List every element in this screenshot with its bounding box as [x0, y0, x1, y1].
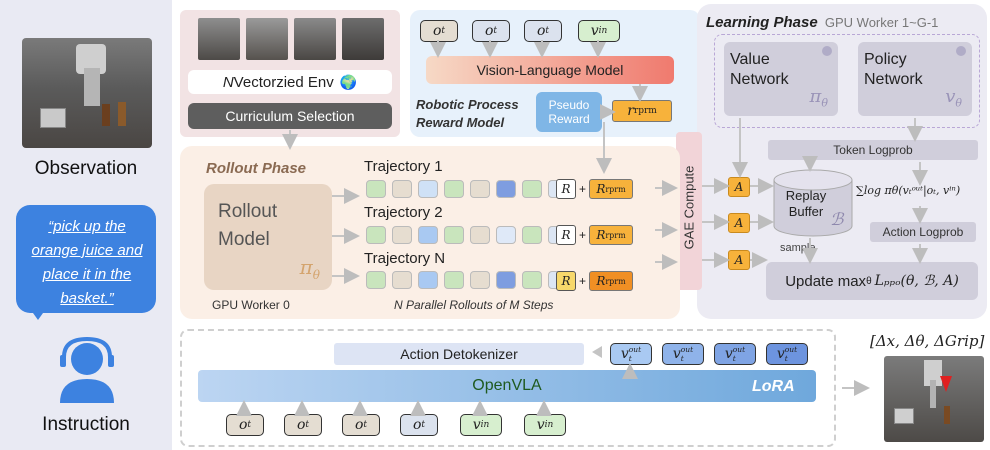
- result-image: [884, 356, 984, 442]
- replay-buffer-symbol: ℬ: [830, 210, 844, 229]
- gae-compute-box: [676, 132, 702, 290]
- logprob-sum-formula: ∑log πθ(vₜᵒᵘᵗ|oₜ, vⁱⁿ): [856, 184, 961, 197]
- rollout-title: Rollout Phase: [206, 160, 307, 177]
- observation-label: Observation: [34, 158, 138, 179]
- globe-icon: 🌍: [339, 73, 358, 90]
- trajectory-n-label: Trajectory N: [364, 250, 446, 267]
- ppo-update-box: Update max θ Lₚₚₒ(θ, ℬ, A): [766, 262, 978, 300]
- vectorized-env-box: N Vectorzied Env 🌍: [188, 70, 392, 94]
- value-network: Value Network πθ: [724, 42, 838, 116]
- trajectory-1-label: Trajectory 1: [364, 158, 443, 175]
- action-logprob-bar: Action Logprob: [870, 222, 976, 242]
- trajectory-1-row: [366, 180, 568, 198]
- observation-image: [22, 38, 152, 148]
- replay-buffer-label: Replay Buffer: [785, 188, 827, 219]
- env-label: Vectorzied Env: [233, 73, 334, 91]
- instruction-text: “pick up the orange juice and place it i…: [31, 218, 143, 307]
- policy-network: Policy Network vθ: [858, 42, 972, 116]
- learning-title: Learning Phase GPU Worker 1~G-1: [706, 14, 939, 31]
- bottom-dashed-box: [180, 329, 836, 447]
- trajectory-2-row: [366, 226, 568, 244]
- detok-arrow: [592, 346, 602, 358]
- env-thumbnails: [198, 18, 384, 60]
- replay-buffer-cylinder: [773, 169, 853, 237]
- user-icon: [60, 336, 114, 403]
- action-output-label: [Δx, Δθ, ΔGrip]: [870, 332, 985, 350]
- pseudo-reward-box: Pseudo Reward: [536, 92, 602, 132]
- rollout-model-box: Rollout Model πθ: [204, 184, 332, 290]
- action-detokenizer: Action Detokenizer: [334, 343, 584, 365]
- vlm-box: Vision-Language Model: [426, 56, 674, 84]
- lora-label: LoRA: [752, 378, 795, 395]
- instruction-label: Instruction: [42, 414, 130, 435]
- bubble-tail: [28, 306, 48, 320]
- rprm-name: Robotic Process Reward Model: [416, 97, 519, 130]
- curriculum-selection-box: Curriculum Selection: [188, 103, 392, 129]
- env-n: N: [222, 73, 234, 91]
- token-logprob-bar: Token Logprob: [768, 140, 978, 160]
- rollout-footer: N Parallel Rollouts of M Steps: [394, 298, 554, 312]
- trajectory-n-row: [366, 271, 568, 289]
- networks-dashed-box: [714, 34, 980, 128]
- rollout-gpu-label: GPU Worker 0: [212, 298, 290, 312]
- trajectory-2-label: Trajectory 2: [364, 204, 443, 221]
- instruction-bubble: [16, 205, 156, 313]
- advantage-chip-2: A: [728, 213, 750, 233]
- openvla-bar: OpenVLA: [198, 370, 816, 402]
